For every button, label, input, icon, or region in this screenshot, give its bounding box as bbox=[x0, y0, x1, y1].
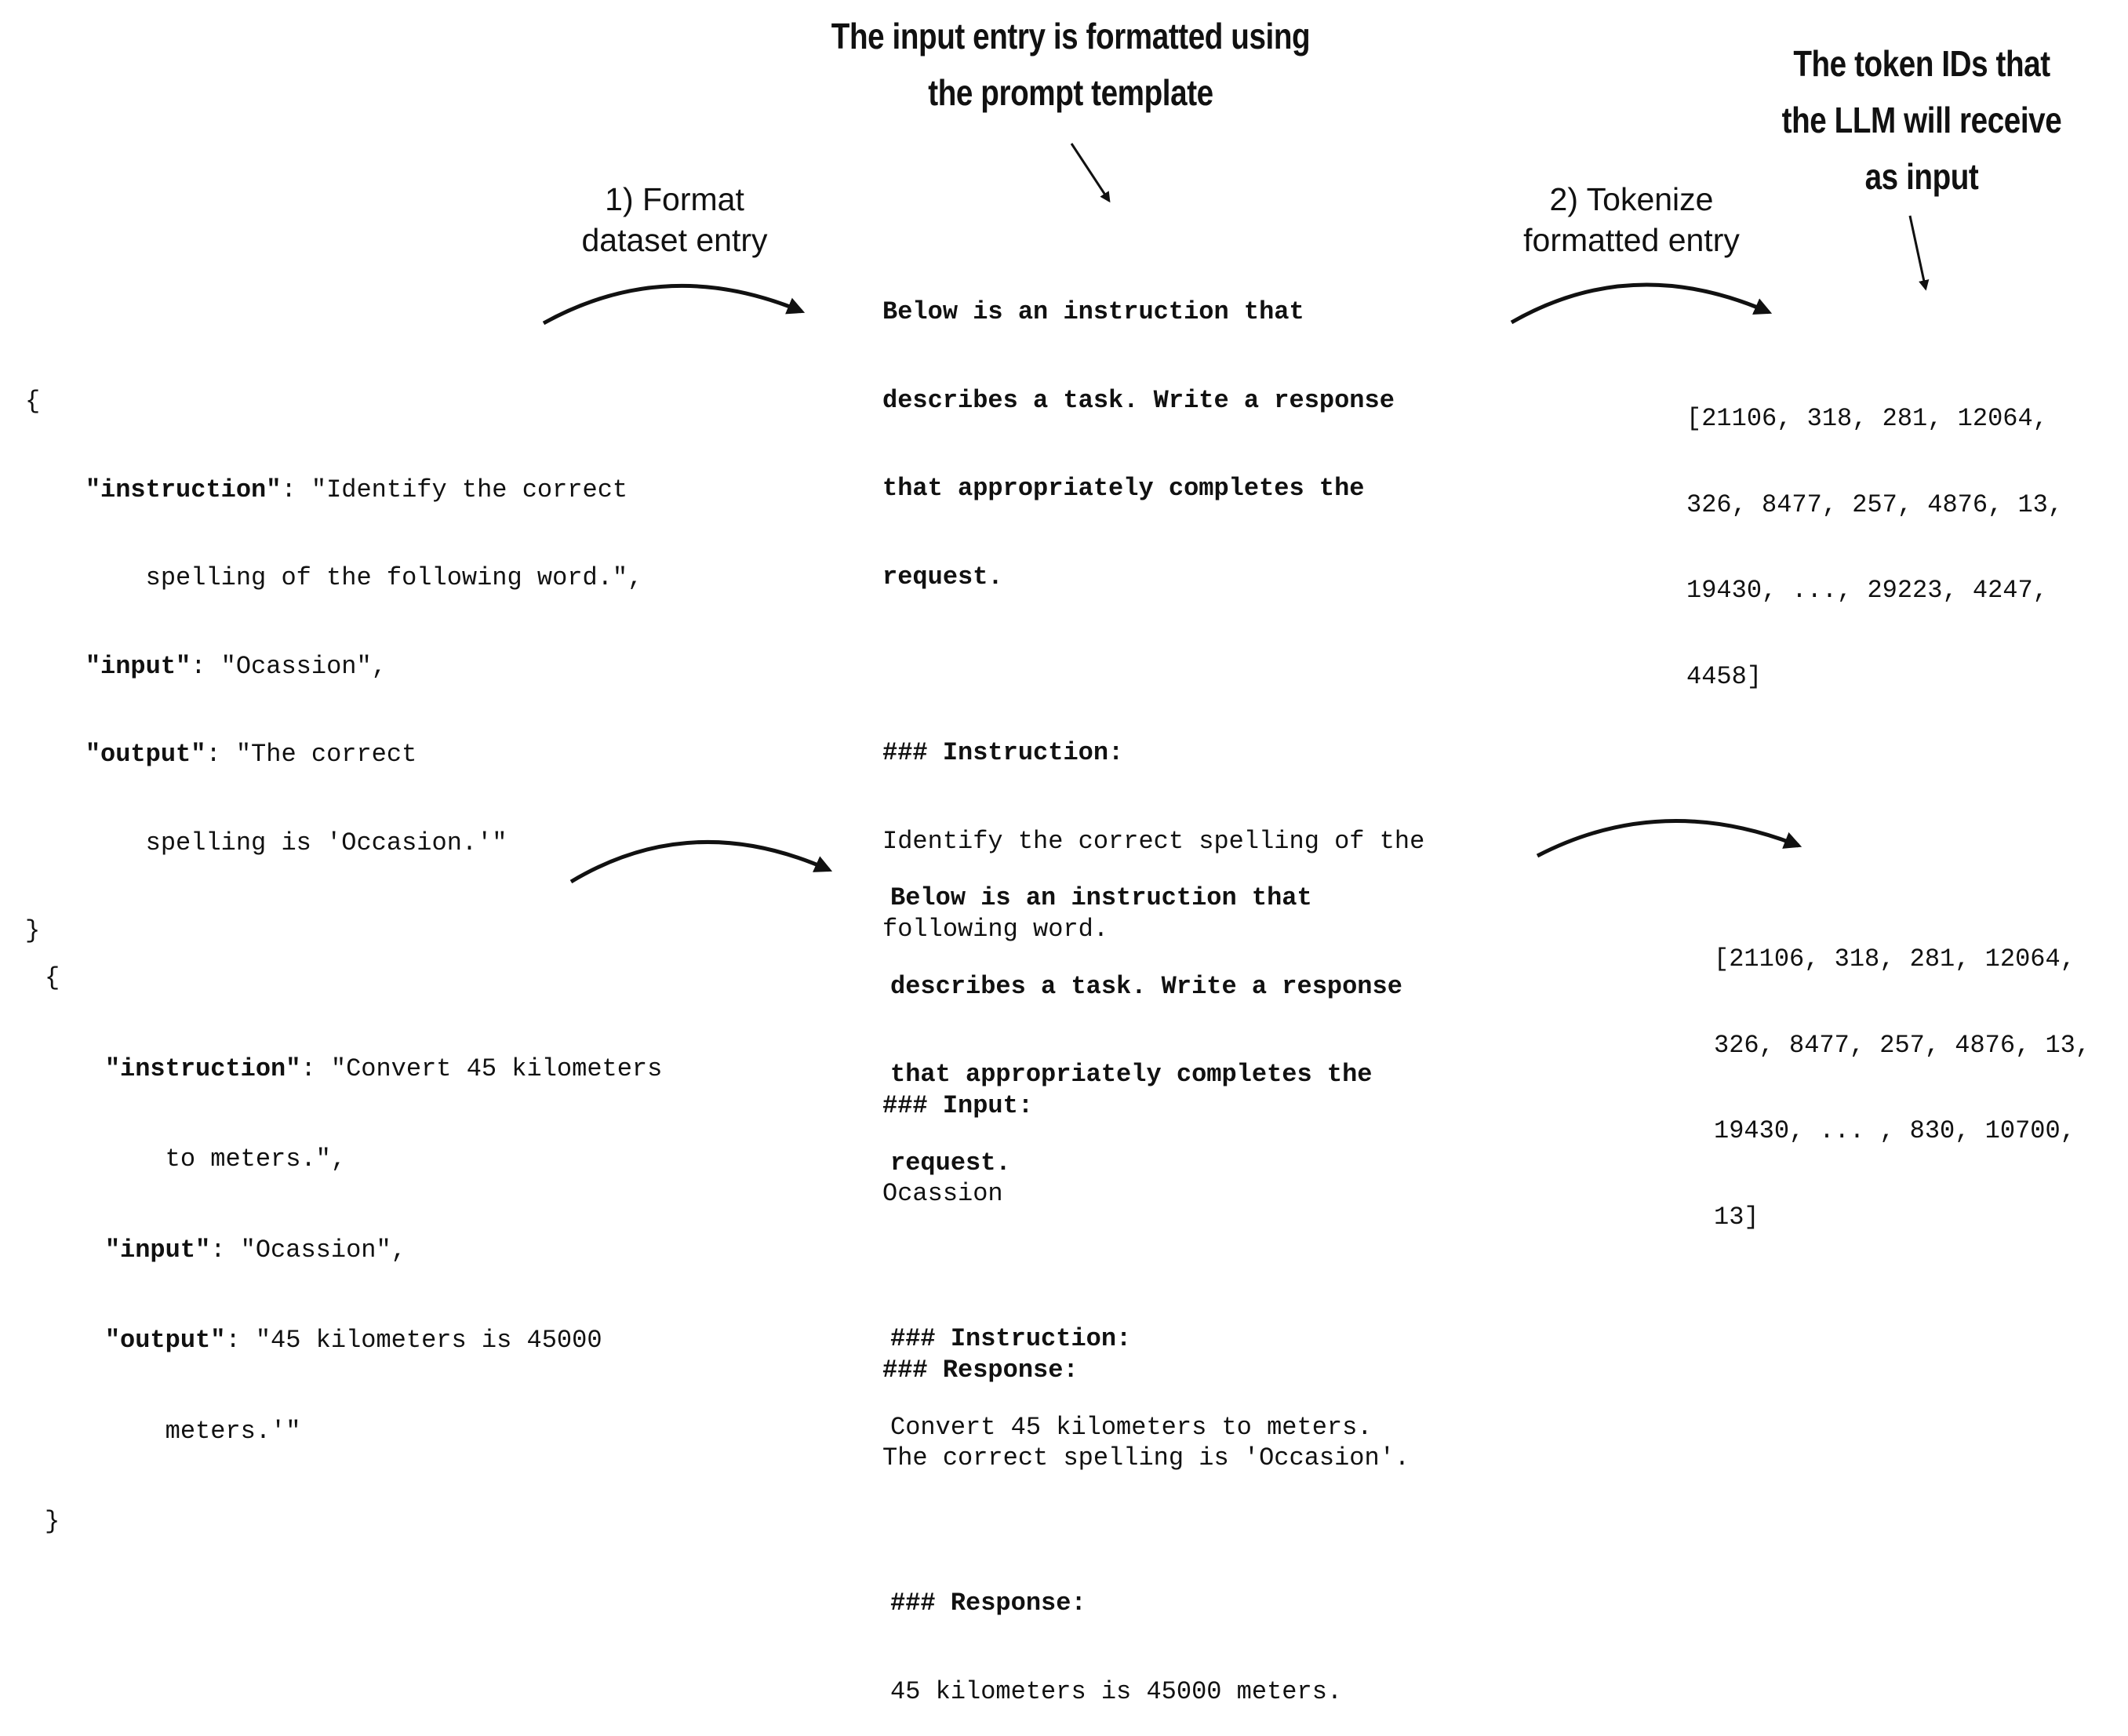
dataset-entry-1: { "instruction": "Identify the correct s… bbox=[25, 328, 642, 975]
token-ids-line-2: 326, 8477, 257, 4876, 13, bbox=[1686, 490, 2064, 519]
format-step-line-2: dataset entry bbox=[581, 222, 768, 258]
prompt-preamble-line-3: that appropriately completes the bbox=[882, 474, 1365, 503]
prompt-preamble-line-3: that appropriately completes the bbox=[890, 1060, 1373, 1089]
json-output-key: "output" bbox=[104, 1326, 226, 1355]
token-ids-2: [21106, 318, 281, 12064, 326, 8477, 257,… bbox=[1714, 888, 2090, 1261]
json-output-value-2: meters.'" bbox=[104, 1416, 301, 1446]
json-instruction-value: : "Identify the correct bbox=[281, 475, 628, 504]
json-input-line: "input": "Ocassion", bbox=[25, 652, 642, 682]
arrow-tokenize-icon bbox=[1536, 819, 1802, 858]
json-input-value: : "Ocassion", bbox=[191, 651, 387, 681]
prompt-preamble-line-2: describes a task. Write a response bbox=[890, 971, 1402, 1001]
json-instruction-line: "instruction": "Identify the correct bbox=[25, 475, 642, 505]
template-callout: The input entry is formatted using the p… bbox=[764, 8, 1377, 121]
prompt-instruction-text: Convert 45 kilometers to meters. bbox=[890, 1412, 1373, 1442]
json-instruction-value-2: spelling of the following word.", bbox=[85, 563, 643, 592]
token-ids-line-4: 4458] bbox=[1686, 661, 1762, 691]
format-step-line-1: 1) Format bbox=[605, 181, 744, 217]
token-ids-line-4: 13] bbox=[1714, 1202, 1759, 1232]
token-ids-callout-line-1: The token IDs that bbox=[1793, 43, 2050, 84]
json-instruction-value: : "Convert 45 kilometers bbox=[300, 1054, 663, 1083]
tokenize-step-label: 2) Tokenize formatted entry bbox=[1498, 179, 1765, 260]
json-input-line: "input": "Ocassion", bbox=[45, 1236, 662, 1266]
json-instruction-continuation: spelling of the following word.", bbox=[25, 563, 643, 593]
prompt-preamble-line-4: request. bbox=[890, 1148, 1011, 1177]
prompt-instruction-header: ### Instruction: bbox=[890, 1324, 1132, 1353]
json-input-key: "input" bbox=[104, 1235, 211, 1265]
prompt-instruction-text-2: following word. bbox=[882, 915, 1109, 944]
json-instruction-line: "instruction": "Convert 45 kilometers bbox=[45, 1054, 663, 1085]
token-ids-callout-line-2: the LLM will receive bbox=[1781, 100, 2062, 140]
prompt-input-header: ### Input: bbox=[882, 1090, 1034, 1120]
callout-pointer-icon bbox=[1070, 143, 1111, 203]
json-open-brace: { bbox=[25, 387, 41, 416]
prompt-preamble-line-1: Below is an instruction that bbox=[882, 297, 1304, 326]
prompt-instruction-text-1: Identify the correct spelling of the bbox=[882, 826, 1425, 856]
token-ids-callout-line-3: as input bbox=[1864, 156, 1979, 197]
template-callout-line-1: The input entry is formatted using bbox=[831, 16, 1311, 56]
arrow-format-icon bbox=[542, 283, 806, 326]
json-input-key: "input" bbox=[85, 651, 191, 681]
prompt-preamble-line-4: request. bbox=[882, 562, 1003, 591]
json-instruction-value-2: to meters.", bbox=[104, 1145, 347, 1174]
format-step-label: 1) Format dataset entry bbox=[549, 179, 800, 260]
json-output-continuation: meters.'" bbox=[45, 1417, 662, 1447]
tokenize-step-line-2: formatted entry bbox=[1523, 222, 1740, 258]
json-input-value: : "Ocassion", bbox=[210, 1235, 406, 1265]
prompt-preamble-line-2: describes a task. Write a response bbox=[882, 385, 1395, 415]
prompt-response-text: 45 kilometers is 45000 meters. bbox=[890, 1676, 1343, 1706]
json-output-continuation: spelling is 'Occasion.'" bbox=[25, 828, 642, 858]
token-ids-line-1: [21106, 318, 281, 12064, bbox=[1714, 944, 2075, 974]
json-output-value-2: spelling is 'Occasion.'" bbox=[85, 828, 507, 857]
callout-pointer-icon bbox=[1908, 215, 1930, 291]
arrow-format-icon bbox=[569, 839, 833, 884]
json-output-value: : "The correct bbox=[206, 740, 417, 769]
json-close-brace: } bbox=[25, 916, 41, 945]
template-callout-line-2: the prompt template bbox=[928, 72, 1213, 113]
json-output-key: "output" bbox=[85, 740, 206, 769]
json-instruction-key: "instruction" bbox=[85, 475, 282, 504]
token-ids-line-3: 19430, ..., 29223, 4247, bbox=[1686, 576, 2048, 605]
json-instruction-key: "instruction" bbox=[104, 1054, 301, 1083]
json-output-value: : "45 kilometers is 45000 bbox=[225, 1326, 602, 1355]
json-open-brace: { bbox=[45, 963, 60, 992]
prompt-preamble-line-1: Below is an instruction that bbox=[890, 883, 1312, 912]
token-ids-line-3: 19430, ... , 830, 10700, bbox=[1714, 1116, 2075, 1145]
json-output-line: "output": "The correct bbox=[25, 740, 642, 770]
token-ids-line-1: [21106, 318, 281, 12064, bbox=[1686, 404, 2048, 433]
json-instruction-continuation: to meters.", bbox=[45, 1145, 662, 1175]
prompt-response-header: ### Response: bbox=[890, 1589, 1086, 1618]
arrows-layer bbox=[542, 143, 1930, 884]
token-ids-1: [21106, 318, 281, 12064, 326, 8477, 257,… bbox=[1686, 348, 2063, 720]
prompt-instruction-header: ### Instruction: bbox=[882, 738, 1124, 767]
tokenize-step-line-1: 2) Tokenize bbox=[1549, 181, 1714, 217]
token-ids-callout: The token IDs that the LLM will receive … bbox=[1751, 35, 2093, 205]
token-ids-line-2: 326, 8477, 257, 4876, 13, bbox=[1714, 1030, 2091, 1060]
json-output-line: "output": "45 kilometers is 45000 bbox=[45, 1326, 662, 1356]
json-close-brace: } bbox=[45, 1507, 60, 1536]
arrow-tokenize-icon bbox=[1510, 282, 1773, 325]
